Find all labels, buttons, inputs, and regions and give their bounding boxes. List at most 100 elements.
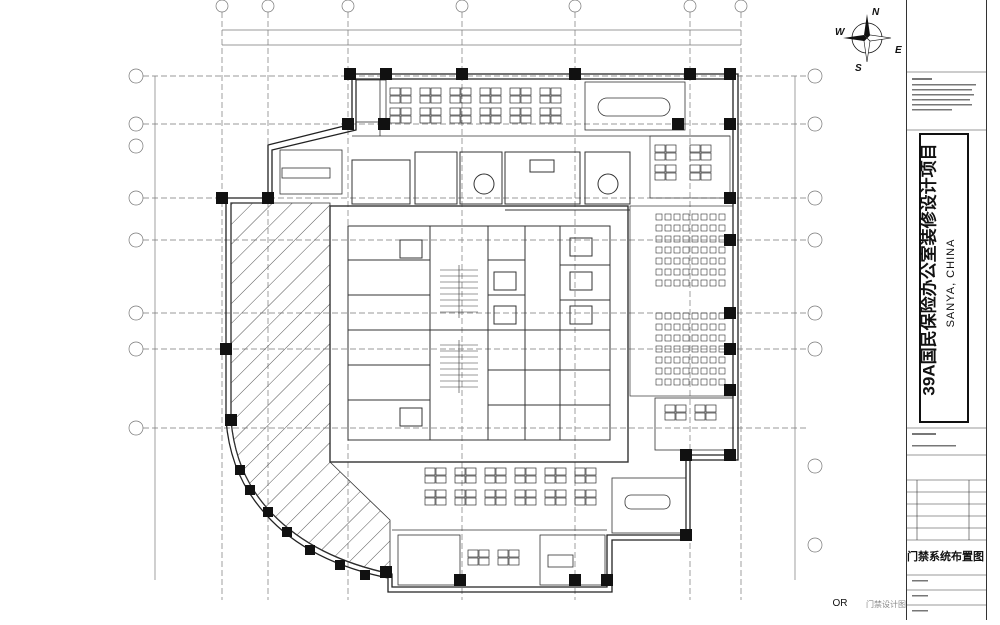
- seat-icon: [691, 378, 699, 386]
- column-icon: [724, 343, 736, 355]
- seat-icon: [664, 345, 672, 353]
- seat-icon: [664, 268, 672, 276]
- seat-icon: [709, 312, 717, 320]
- seat-icon: [718, 367, 726, 375]
- seat-icon: [655, 257, 663, 265]
- seat-icon: [718, 279, 726, 287]
- compass-north-label: N: [872, 7, 880, 18]
- seat-icon: [718, 224, 726, 232]
- seat-icon: [673, 356, 681, 364]
- column-icon: [724, 449, 736, 461]
- seat-icon: [691, 235, 699, 243]
- seat-icon: [664, 213, 672, 221]
- seat-icon: [700, 367, 708, 375]
- seat-icon: [664, 312, 672, 320]
- seat-icon: [682, 367, 690, 375]
- seat-icon: [691, 224, 699, 232]
- upper-rooms: [351, 151, 631, 211]
- seat-icon: [691, 246, 699, 254]
- seat-icon: [673, 378, 681, 386]
- revision-mark: OR: [832, 598, 848, 609]
- seat-icon: [700, 235, 708, 243]
- seat-icon: [673, 334, 681, 342]
- seat-icon: [655, 246, 663, 254]
- compass-south-label: S: [855, 63, 862, 74]
- column-icon: [263, 507, 273, 517]
- seat-icon: [655, 279, 663, 287]
- column-icon: [724, 68, 736, 80]
- seat-icon: [673, 224, 681, 232]
- seat-icon: [673, 235, 681, 243]
- seat-icon: [673, 279, 681, 287]
- seat-icon: [709, 268, 717, 276]
- seat-icon: [664, 367, 672, 375]
- training-seats: [655, 213, 726, 386]
- seat-icon: [655, 378, 663, 386]
- seat-icon: [709, 279, 717, 287]
- seat-icon: [682, 334, 690, 342]
- seat-icon: [700, 312, 708, 320]
- project-title-box: 39A国民保险办公室装修设计项目 SANYA, CHINA: [919, 133, 969, 423]
- seat-icon: [700, 323, 708, 331]
- seat-icon: [673, 257, 681, 265]
- seat-icon: [664, 246, 672, 254]
- seat-icon: [664, 323, 672, 331]
- column-icon: [225, 414, 237, 426]
- seat-icon: [691, 345, 699, 353]
- seat-icon: [718, 268, 726, 276]
- seat-icon: [700, 213, 708, 221]
- column-icon: [672, 118, 684, 130]
- drawing-name: 门禁系统布置图: [907, 551, 984, 563]
- right-lower-offices: [611, 397, 734, 534]
- column-icon: [305, 545, 315, 555]
- seat-icon: [664, 235, 672, 243]
- column-icon: [724, 234, 736, 246]
- seat-icon: [682, 246, 690, 254]
- seat-icon: [673, 367, 681, 375]
- seat-icon: [718, 334, 726, 342]
- column-icon: [235, 465, 245, 475]
- column-icon: [724, 307, 736, 319]
- seat-icon: [718, 246, 726, 254]
- seat-icon: [664, 356, 672, 364]
- seat-icon: [664, 279, 672, 287]
- column-icon: [684, 68, 696, 80]
- seat-icon: [682, 345, 690, 353]
- seat-icon: [709, 334, 717, 342]
- seat-icon: [709, 257, 717, 265]
- seat-icon: [682, 235, 690, 243]
- seat-icon: [682, 378, 690, 386]
- seat-icon: [691, 213, 699, 221]
- seat-icon: [682, 257, 690, 265]
- seat-icon: [718, 213, 726, 221]
- seat-icon: [691, 257, 699, 265]
- column-icon: [454, 574, 466, 586]
- seat-icon: [655, 334, 663, 342]
- seat-icon: [709, 246, 717, 254]
- seat-icon: [700, 246, 708, 254]
- column-icon: [724, 384, 736, 396]
- seat-icon: [718, 257, 726, 265]
- column-icon: [335, 560, 345, 570]
- seat-icon: [655, 312, 663, 320]
- project-subtitle: SANYA, CHINA: [945, 238, 957, 328]
- seat-icon: [691, 356, 699, 364]
- seat-icon: [691, 367, 699, 375]
- sheet-note: 门禁设计图: [866, 600, 906, 609]
- seat-icon: [700, 224, 708, 232]
- compass-east-label: E: [895, 45, 902, 56]
- left-rooms: [279, 79, 387, 195]
- seat-icon: [709, 356, 717, 364]
- seat-icon: [664, 257, 672, 265]
- column-icon: [342, 118, 354, 130]
- title-block-grid: [907, 71, 986, 612]
- seat-icon: [655, 224, 663, 232]
- seat-icon: [700, 257, 708, 265]
- seat-icon: [691, 279, 699, 287]
- seat-icon: [709, 224, 717, 232]
- column-icon: [569, 68, 581, 80]
- seat-icon: [700, 279, 708, 287]
- seat-icon: [718, 323, 726, 331]
- seat-icon: [655, 345, 663, 353]
